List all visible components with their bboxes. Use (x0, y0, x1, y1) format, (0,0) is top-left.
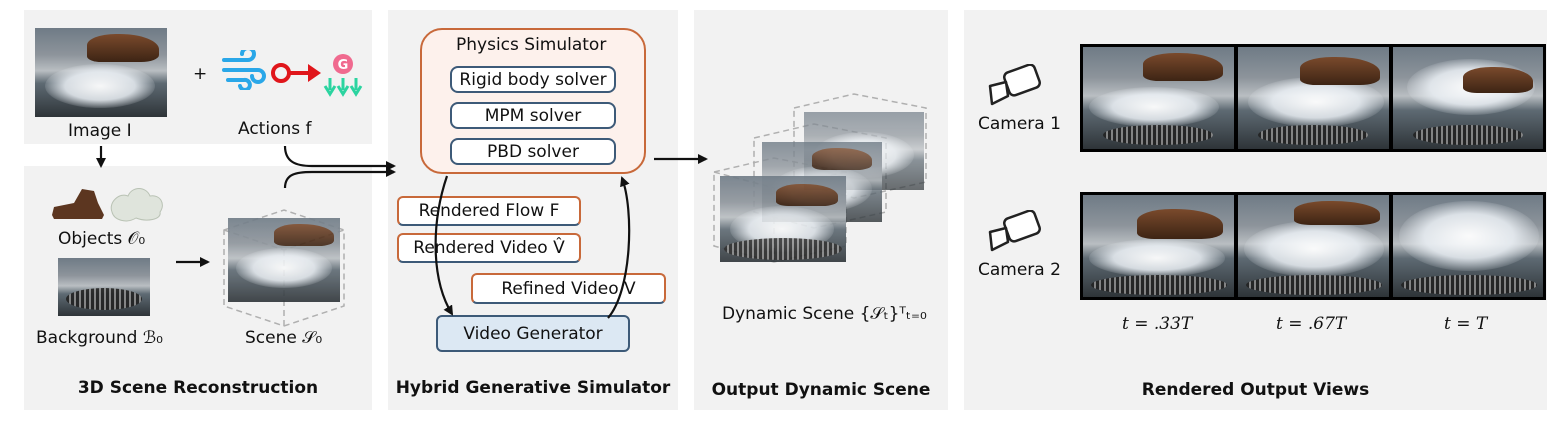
pbd-solver: PBD solver (450, 138, 616, 165)
time-label-3: t = T (1444, 314, 1488, 334)
actions-label: Actions f (238, 119, 312, 139)
reconstruction-title: 3D Scene Reconstruction (77, 378, 319, 398)
output-title: Output Dynamic Scene (711, 380, 931, 400)
scene-label: Scene 𝒮₀ (245, 328, 323, 348)
time-label-1: t = .33T (1122, 314, 1193, 334)
physics-simulator-title: Physics Simulator (456, 35, 607, 55)
plus-sign: + (193, 64, 208, 84)
dynamic-frame-1 (720, 176, 846, 262)
camera-icon (988, 210, 1041, 252)
rendered-flow-box: Rendered Flow F (397, 196, 581, 226)
camera1-label: Camera 1 (978, 114, 1061, 134)
camera1-frame-1 (1083, 47, 1234, 149)
camera2-frame-3 (1393, 195, 1543, 297)
camera-icon (988, 64, 1041, 106)
objects-label: Objects 𝒪₀ (58, 229, 146, 249)
camera2-label: Camera 2 (978, 260, 1061, 280)
shoe-object-icon (52, 189, 104, 219)
image-label: Image I (68, 121, 132, 141)
gravity-icon: G (323, 54, 363, 97)
smoke-object-icon (110, 188, 163, 222)
camera2-frame-2 (1238, 195, 1389, 297)
scene-image (228, 218, 340, 302)
force-icon (271, 63, 321, 83)
camera2-frame-1 (1083, 195, 1234, 297)
wind-icon (222, 50, 266, 90)
time-label-2: t = .67T (1276, 314, 1347, 334)
mpm-solver: MPM solver (450, 102, 616, 129)
dynamic-scene-label: Dynamic Scene {𝒮ₜ}ᵀₜ₌₀ (722, 304, 927, 324)
svg-text:G: G (338, 58, 349, 73)
refined-video-box: Refined Video V (471, 273, 666, 304)
simulator-title: Hybrid Generative Simulator (395, 378, 671, 398)
input-image (35, 28, 167, 117)
background-label: Background ℬ₀ (36, 328, 164, 348)
video-generator-box: Video Generator (436, 315, 630, 352)
camera1-frame-3 (1393, 47, 1543, 149)
background-image (58, 258, 150, 316)
views-title: Rendered Output Views (1141, 380, 1370, 400)
rigid-body-solver: Rigid body solver (450, 66, 616, 93)
rendered-video-box: Rendered Video V̂ (397, 233, 581, 263)
camera1-frame-2 (1238, 47, 1389, 149)
